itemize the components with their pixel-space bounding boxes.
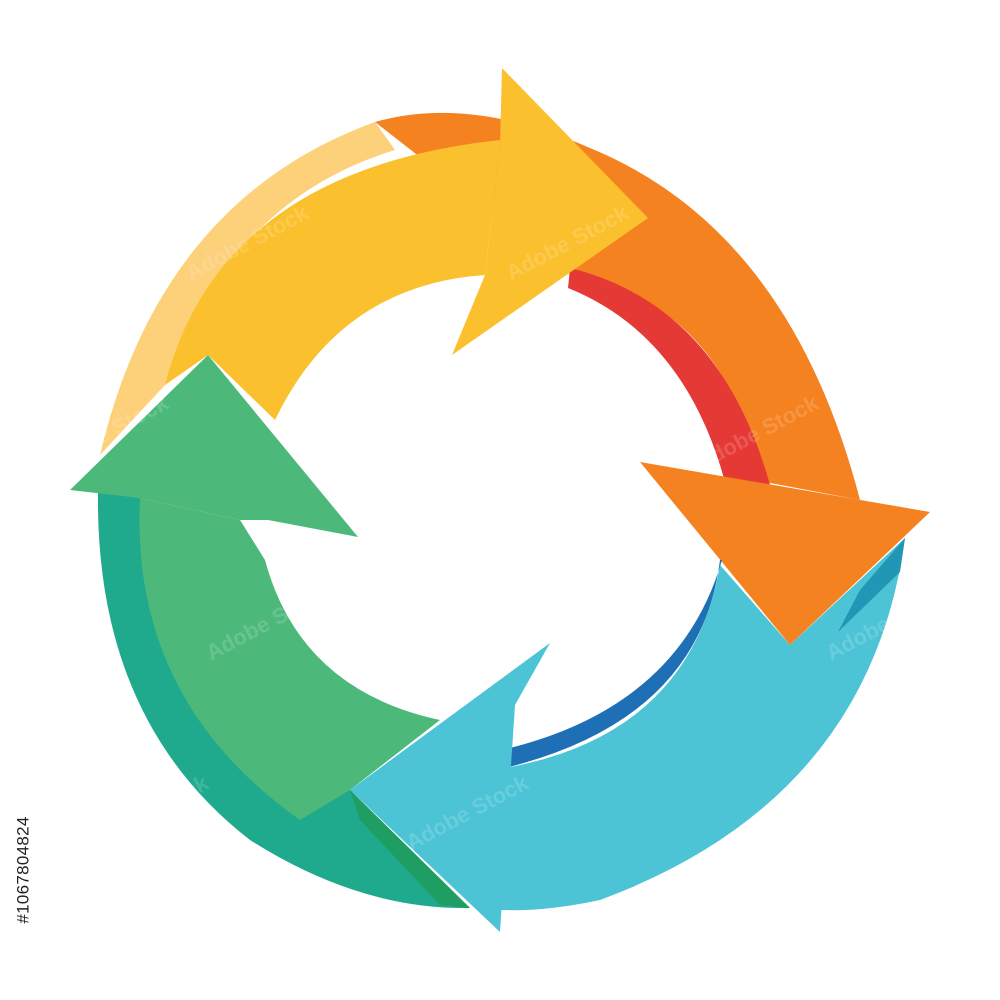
blue-arrow [350,538,905,932]
red-inner-band [568,268,770,485]
orange-arrow-head [640,462,930,645]
yellow-arrow-head [452,68,648,355]
green-arrow-head [70,355,358,537]
green-dark-fold [350,790,470,908]
blue-arrow-band [480,538,905,911]
blue-dark-edge [838,538,905,632]
yellow-arrow-band [165,140,500,420]
yellow-arrow [100,68,648,455]
stock-id-label: #1067804824 [12,752,36,988]
green-arrow-band [139,498,440,820]
blue-dark-inner-band [505,560,722,768]
stock-id-text: #1067804824 [14,816,33,924]
blue-arrow-head [350,643,550,932]
yellow-light-back-band [100,122,395,455]
green-arrow [70,355,470,909]
